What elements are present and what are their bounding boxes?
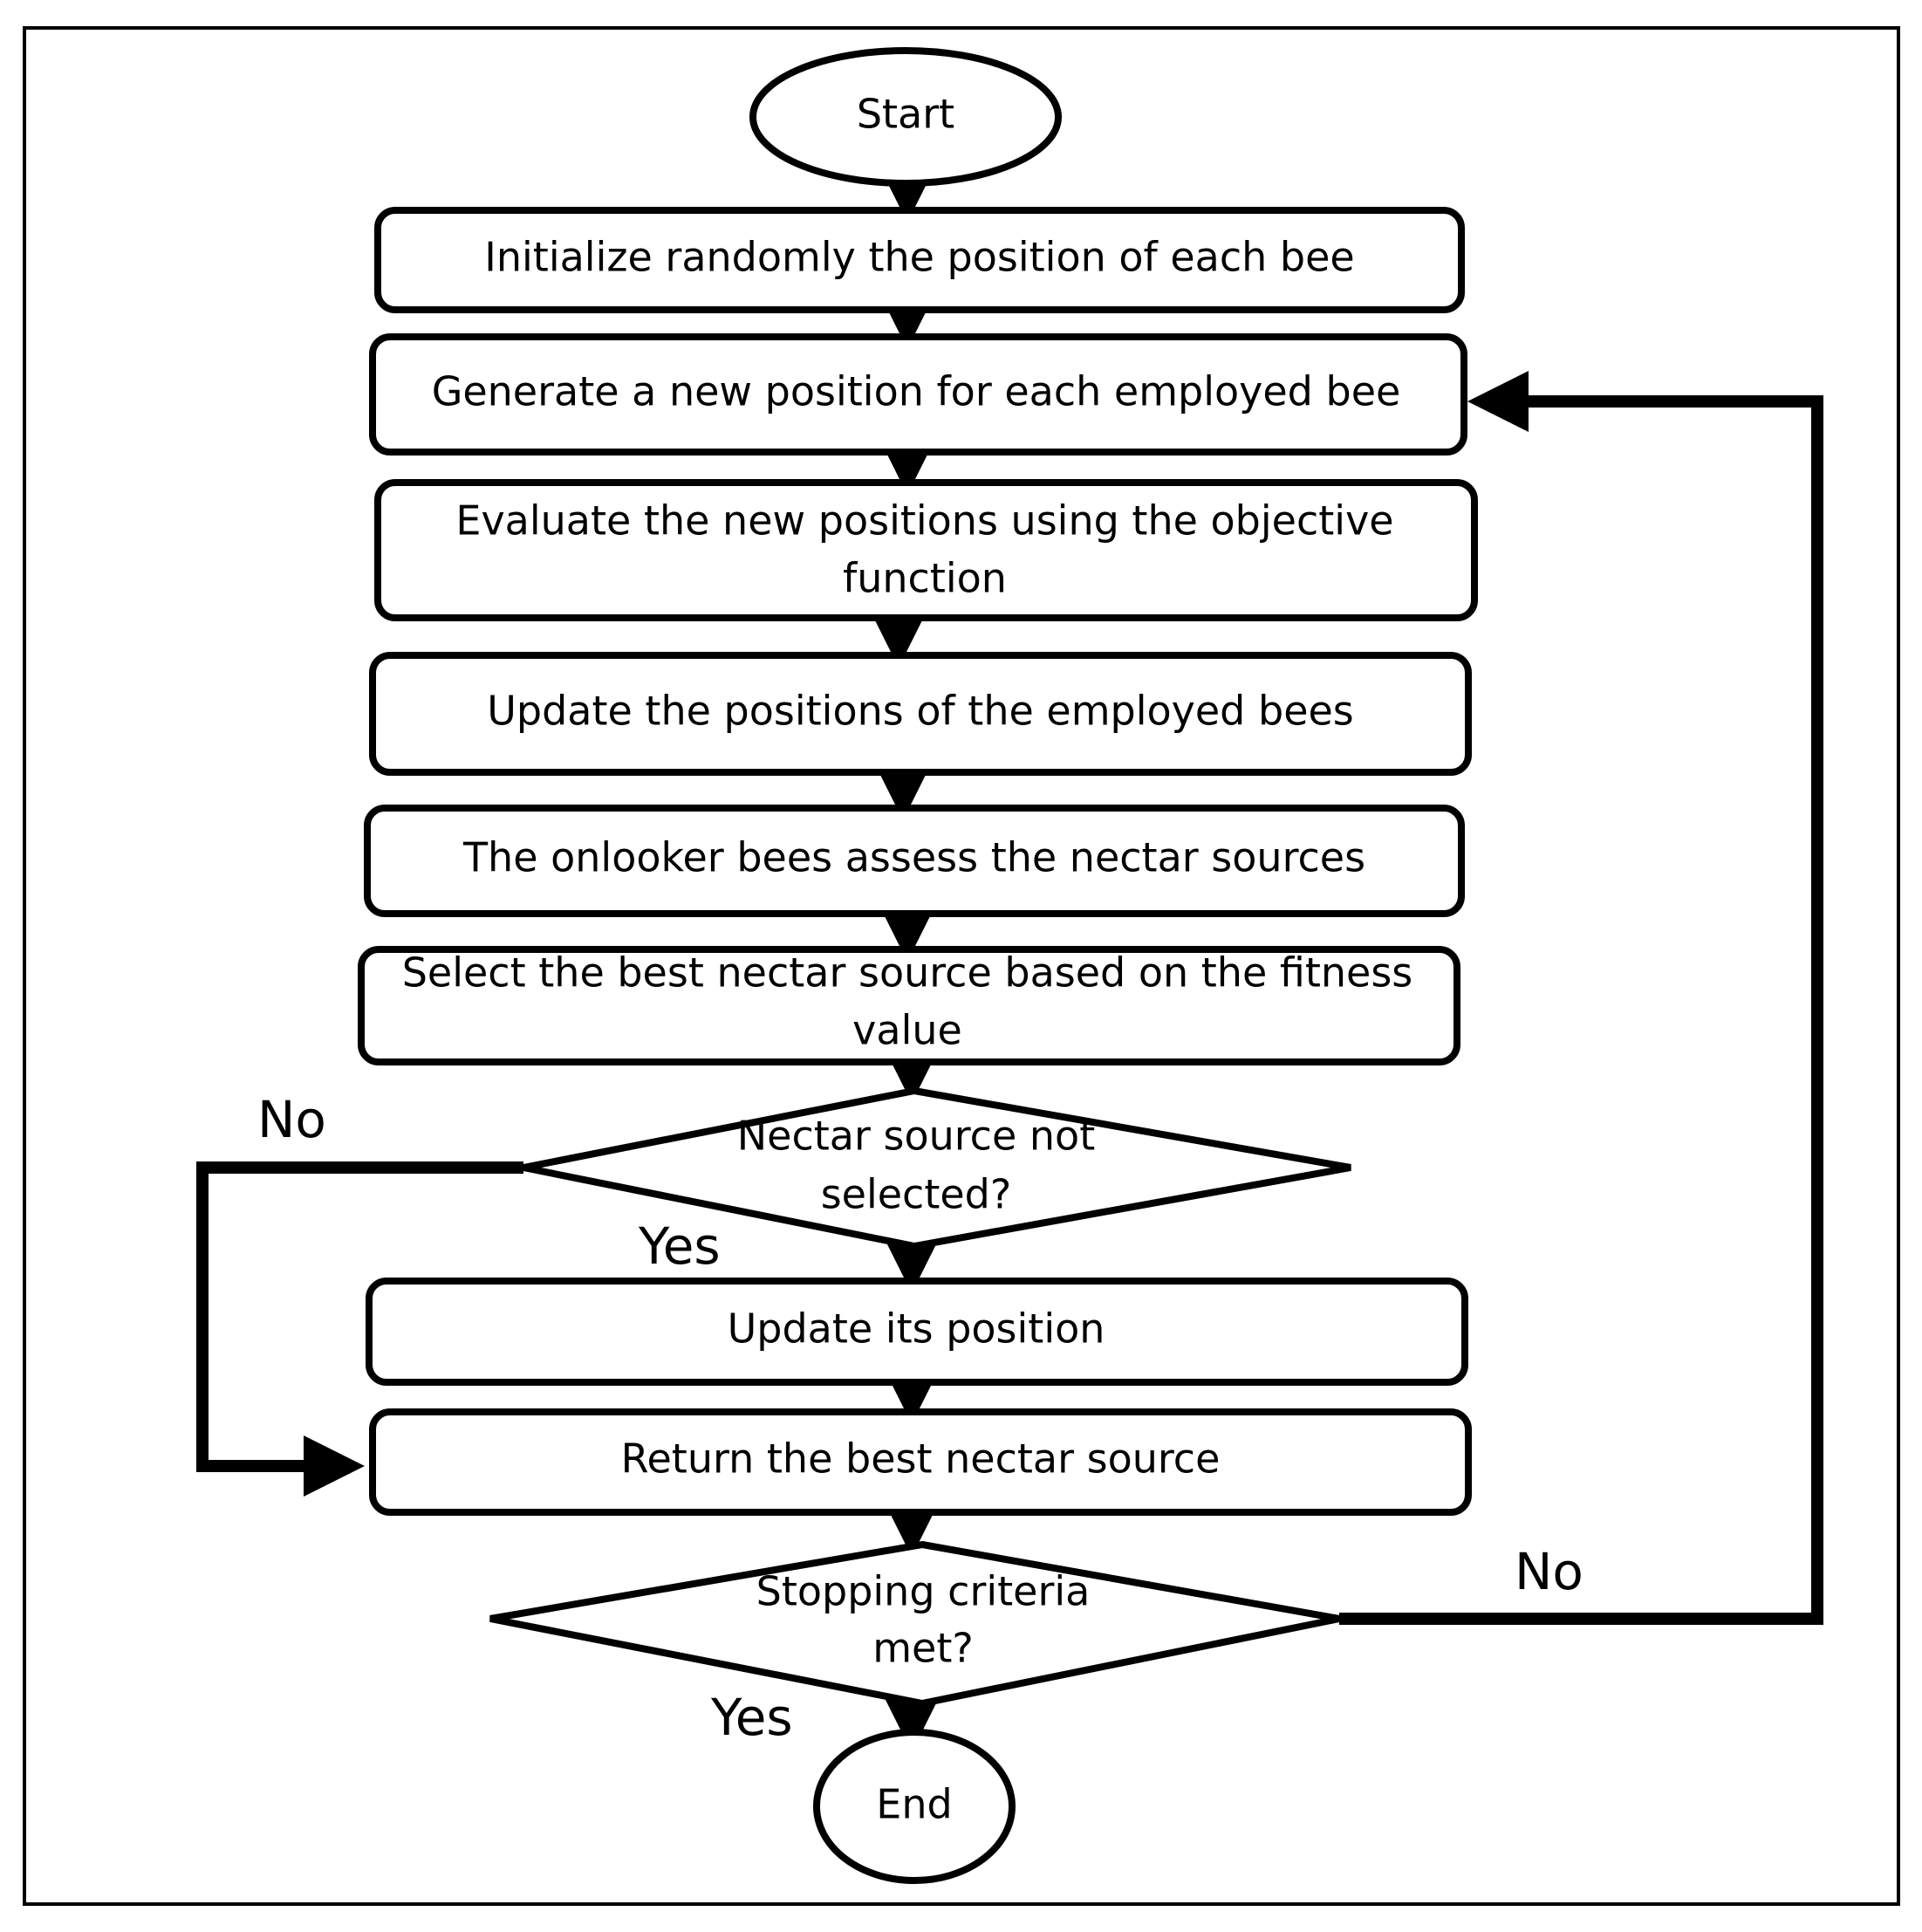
select-best-label-line-2: value xyxy=(852,1007,962,1054)
stop-decision-label-line-1: Stopping criteria xyxy=(756,1568,1091,1615)
initialize-box xyxy=(374,207,1465,313)
evaluate-label-line-1: Evaluate the new positions using the obj… xyxy=(455,497,1393,545)
start-ellipse xyxy=(749,47,1062,187)
nectar-decision-diamond xyxy=(523,1086,1351,1250)
stop-yes-label: Yes xyxy=(710,1688,793,1747)
arrow-nectar-no-to-return xyxy=(196,1161,523,1497)
select-best-step: Select the best nectar source based on t… xyxy=(358,946,1460,1065)
end-node: End xyxy=(813,1729,1016,1884)
evaluate-box xyxy=(374,479,1478,621)
return-best-label: Return the best nectar source xyxy=(621,1435,1221,1483)
onlooker-step: The onlooker bees assess the nectar sour… xyxy=(364,805,1465,917)
evaluate-label-line-2: function xyxy=(843,555,1007,602)
initialize-step: Initialize randomly the position of each… xyxy=(374,207,1465,313)
update-employed-step: Update the positions of the employed bee… xyxy=(369,652,1472,776)
arrow-stop-no-to-generate xyxy=(1339,371,1823,1625)
nectar-decision-label-line-2: selected? xyxy=(821,1171,1012,1218)
nectar-decision: Nectar source not selected? xyxy=(523,1086,1351,1250)
stop-decision-diamond xyxy=(489,1540,1340,1708)
loop-connectors xyxy=(196,371,1823,1625)
generate-step: Generate a new position for each employe… xyxy=(369,333,1467,456)
select-best-box xyxy=(358,946,1460,1065)
select-best-label-line-1: Select the best nectar source based on t… xyxy=(402,949,1413,997)
end-ellipse xyxy=(813,1729,1016,1884)
stop-decision-label-line-2: met? xyxy=(872,1625,974,1672)
nectar-decision-label-line-1: Nectar source not xyxy=(737,1113,1095,1160)
return-best-step: Return the best nectar source xyxy=(369,1408,1472,1516)
nectar-yes-label: Yes xyxy=(638,1216,721,1276)
update-employed-box xyxy=(369,652,1472,776)
return-best-box xyxy=(369,1408,1472,1516)
outer-frame xyxy=(23,26,1900,1906)
generate-label: Generate a new position for each employe… xyxy=(432,368,1401,415)
update-position-box xyxy=(366,1278,1468,1386)
generate-box xyxy=(369,333,1467,456)
initialize-label: Initialize randomly the position of each… xyxy=(484,234,1354,281)
nectar-no-label: No xyxy=(257,1090,326,1149)
update-employed-label: Update the positions of the employed bee… xyxy=(487,688,1354,735)
start-node: Start xyxy=(749,47,1062,187)
stop-decision: Stopping criteria met? xyxy=(489,1540,1340,1708)
update-position-label: Update its position xyxy=(728,1305,1105,1353)
flow-connectors xyxy=(868,161,942,1752)
start-label: Start xyxy=(857,91,954,138)
update-position-step: Update its position xyxy=(366,1278,1468,1386)
end-label: End xyxy=(876,1781,952,1828)
onlooker-label: The onlooker bees assess the nectar sour… xyxy=(462,834,1365,881)
stop-no-label: No xyxy=(1515,1542,1583,1601)
evaluate-step: Evaluate the new positions using the obj… xyxy=(374,479,1478,621)
onlooker-box xyxy=(364,805,1465,917)
